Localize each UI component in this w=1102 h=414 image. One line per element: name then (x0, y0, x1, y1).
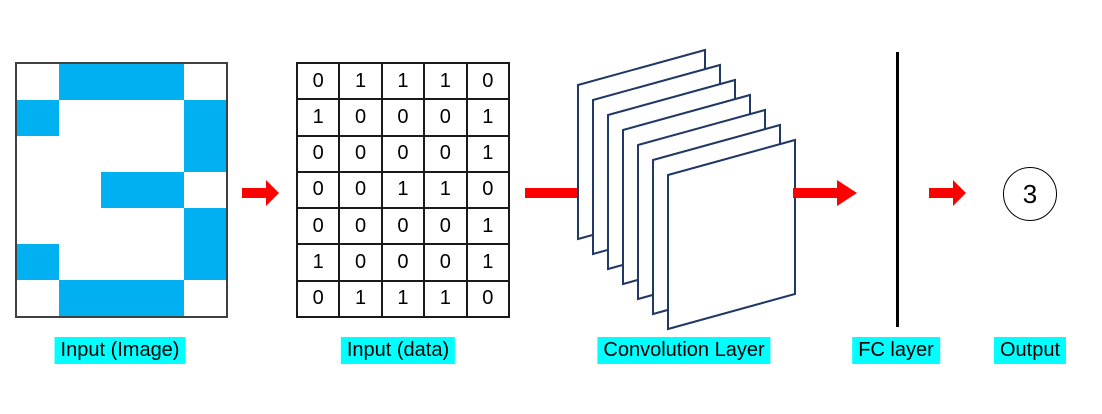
matrix-cell: 0 (338, 207, 383, 246)
matrix-cell: 0 (380, 98, 426, 137)
pixel-cell (100, 64, 143, 100)
matrix-cell: 0 (423, 98, 468, 137)
pixel-cell (17, 100, 59, 136)
pixel-cell (100, 244, 143, 280)
pixel-cell (58, 280, 101, 316)
pixel-cell (58, 244, 101, 280)
pixel-cell (58, 64, 101, 100)
matrix-cell: 0 (338, 170, 383, 210)
output-value: 3 (1022, 178, 1038, 209)
convolution-stack (577, 48, 796, 331)
matrix-cell: 1 (423, 279, 468, 319)
matrix-cell: 1 (465, 207, 511, 246)
pixel-cell (184, 172, 226, 208)
label-convolution-layer: Convolution Layer (597, 337, 771, 364)
matrix-cell: 0 (295, 61, 341, 101)
pixel-cell (100, 208, 143, 244)
arrow-right-icon (793, 180, 857, 206)
label-output: Output (993, 337, 1067, 364)
label-input-image: Input (Image) (54, 337, 186, 364)
matrix-cell: 0 (380, 134, 426, 173)
matrix-cell: 1 (465, 243, 511, 282)
conv-sheet (667, 138, 796, 331)
pixel-cell (17, 64, 59, 100)
matrix-cell: 0 (338, 243, 383, 282)
matrix-cell: 0 (338, 134, 383, 173)
matrix-cell: 1 (380, 170, 426, 210)
matrix-cell: 1 (465, 98, 511, 137)
pixel-cell (58, 100, 101, 136)
pixel-cell (142, 100, 185, 136)
output-node: 3 (1003, 167, 1057, 221)
pixel-cell (142, 172, 185, 208)
pixel-cell (100, 280, 143, 316)
pixel-cell (58, 136, 101, 172)
input-image (15, 62, 228, 318)
matrix-cell: 1 (295, 98, 341, 137)
pixel-cell (142, 208, 185, 244)
matrix-cell: 0 (295, 170, 341, 210)
pixel-cell (100, 136, 143, 172)
matrix-cell: 1 (295, 243, 341, 282)
pixel-cell (100, 100, 143, 136)
matrix-cell: 0 (423, 243, 468, 282)
matrix-cell: 0 (295, 207, 341, 246)
arrow-right-icon (242, 180, 279, 206)
pixel-cell (142, 64, 185, 100)
matrix-cell: 0 (465, 170, 511, 210)
matrix-cell: 1 (380, 279, 426, 319)
matrix-cell: 0 (380, 243, 426, 282)
pixel-cell (184, 208, 226, 244)
matrix-cell: 1 (465, 134, 511, 173)
pixel-cell (184, 244, 226, 280)
matrix-cell: 0 (423, 134, 468, 173)
label-input-data: Input (data) (340, 337, 456, 364)
arrow-right-icon (525, 180, 597, 206)
matrix-cell: 0 (380, 207, 426, 246)
fc-layer-line (896, 52, 899, 327)
pixel-cell (17, 244, 59, 280)
pixel-cell (17, 136, 59, 172)
pixel-cell (58, 208, 101, 244)
matrix-cell: 1 (338, 61, 383, 101)
pixel-cell (17, 280, 59, 316)
matrix-cell: 0 (295, 134, 341, 173)
pixel-cell (184, 100, 226, 136)
pixel-cell (142, 244, 185, 280)
pixel-cell (17, 208, 59, 244)
matrix-cell: 1 (423, 61, 468, 101)
pixel-cell (184, 280, 226, 316)
matrix-cell: 1 (423, 170, 468, 210)
matrix-cell: 0 (465, 61, 511, 101)
pixel-cell (100, 172, 143, 208)
arrow-right-icon (929, 180, 966, 206)
matrix-cell: 1 (338, 279, 383, 319)
pixel-cell (184, 64, 226, 100)
pixel-cell (184, 136, 226, 172)
matrix-cell: 1 (380, 61, 426, 101)
matrix-cell: 0 (465, 279, 511, 319)
pixel-cell (142, 280, 185, 316)
matrix-cell: 0 (338, 98, 383, 137)
pixel-cell (58, 172, 101, 208)
label-fc-layer: FC layer (852, 337, 940, 364)
matrix-cell: 0 (295, 279, 341, 319)
pixel-cell (142, 136, 185, 172)
pixel-cell (17, 172, 59, 208)
matrix-cell: 0 (423, 207, 468, 246)
